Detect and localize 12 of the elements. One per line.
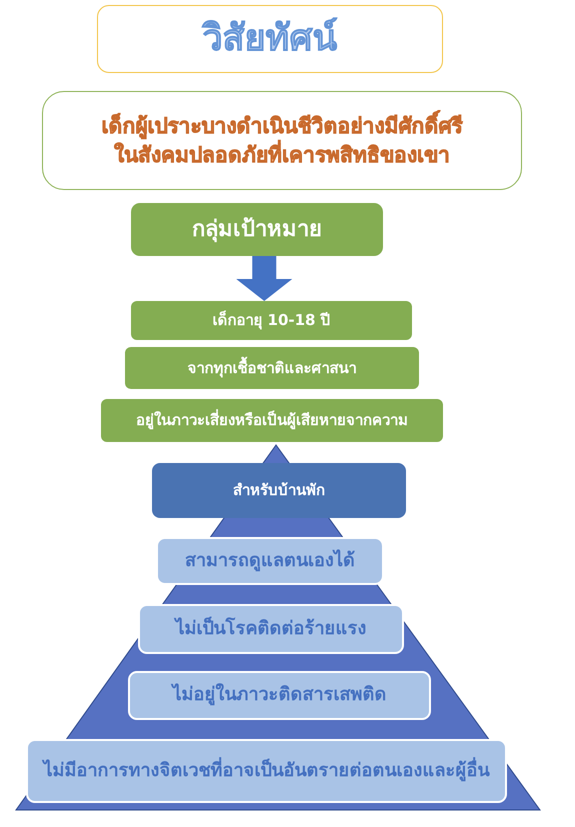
section-header-box: กลุ่มเป้าหมาย (131, 203, 383, 256)
criteria-box: สามารถดูแลตนเองได้ (156, 537, 384, 585)
vision-statement-box: เด็กผู้เปราะบางดำเนินชีวิตอย่างมีศักดิ์ศรีในสังคมปลอดภัยที่เคารพสิทธิของเขา (42, 91, 522, 190)
target-group-box: จากทุกเชื้อชาติและศาสนา (125, 347, 419, 389)
target-group-box: อยู่ในภาวะเสี่ยงหรือเป็นผู้เสียหายจากความ (101, 399, 443, 442)
block-arrow (236, 256, 292, 301)
section-header-box: สำหรับบ้านพัก (152, 463, 406, 518)
criteria-box: ไม่เป็นโรคติดต่อร้ายแรง (138, 604, 404, 654)
target-group-box: เด็กอายุ 10-18 ปี (131, 301, 412, 340)
criteria-box: ไม่อยู่ในภาวะติดสารเสพติด (128, 671, 431, 720)
criteria-box: ไม่มีอาการทางจิตเวชที่อาจเป็นอันตรายต่อตนเองและผู้อื่น (26, 739, 507, 803)
heading-box: วิสัยทัศน์ (97, 5, 443, 73)
